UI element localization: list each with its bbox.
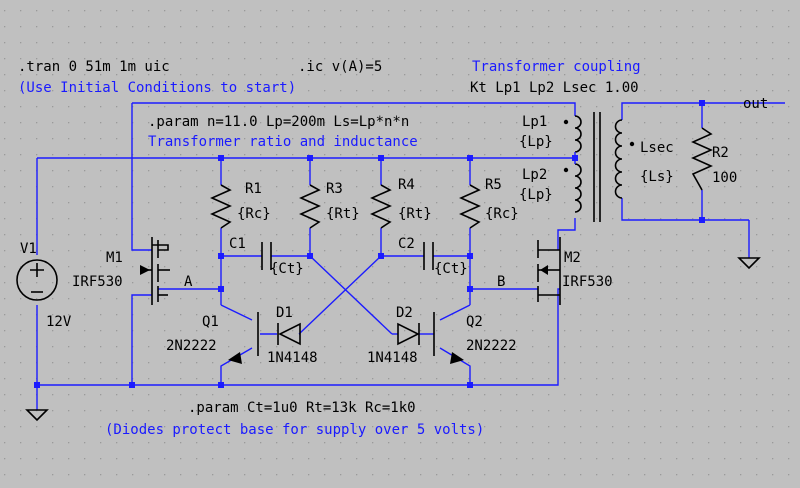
ic-directive[interactable]: .ic v(A)=5	[298, 59, 382, 75]
lp2-inductor[interactable]	[563, 163, 582, 213]
r3-value: {Rt}	[326, 206, 360, 222]
v1-name: V1	[20, 241, 37, 257]
lsec-value: {Ls}	[640, 169, 674, 185]
q1-name: Q1	[202, 314, 219, 330]
tran-comment: (Use Initial Conditions to start)	[18, 80, 296, 96]
lsec-inductor[interactable]	[614, 119, 635, 199]
m2-name: M2	[564, 250, 581, 266]
q2-model: 2N2222	[466, 338, 517, 354]
v1-voltage-source[interactable]	[16, 259, 58, 301]
param-transformer-directive[interactable]: .param n=11.0 Lp=200m Ls=Lp*n*n	[148, 114, 409, 130]
d1-model: 1N4148	[267, 350, 318, 366]
r1-name: R1	[245, 181, 262, 197]
d2-name: D2	[396, 305, 413, 321]
net-label-out: out	[743, 96, 768, 112]
r5-resistor[interactable]	[459, 184, 481, 229]
lp2-name: Lp2	[522, 167, 547, 183]
lp2-value: {Lp}	[519, 187, 553, 203]
r4-value: {Rt}	[398, 206, 432, 222]
lp1-inductor[interactable]	[563, 115, 582, 153]
net-label-a: A	[184, 274, 193, 290]
param-transformer-comment: Transformer ratio and inductance	[148, 134, 418, 150]
m1-model: IRF530	[72, 274, 123, 290]
ground-symbol	[25, 409, 49, 422]
r4-resistor[interactable]	[370, 184, 392, 229]
c1-name: C1	[229, 236, 246, 252]
r1-value: {Rc}	[237, 206, 271, 222]
d2-model: 1N4148	[367, 350, 418, 366]
m1-name: M1	[106, 250, 123, 266]
r2-resistor[interactable]	[691, 127, 713, 191]
tran-directive[interactable]: .tran 0 51m 1m uic	[18, 59, 170, 75]
v1-value: 12V	[46, 314, 72, 330]
lp1-name: Lp1	[522, 114, 547, 130]
q2-name: Q2	[466, 314, 483, 330]
c1-capacitor[interactable]	[261, 242, 272, 270]
m1-mosfet[interactable]	[140, 237, 170, 305]
r5-name: R5	[485, 177, 502, 193]
lsec-name: Lsec	[640, 140, 674, 156]
r4-name: R4	[398, 177, 415, 193]
lp1-value: {Lp}	[519, 134, 553, 150]
transformer-title: Transformer coupling	[472, 59, 641, 75]
d1-diode[interactable]	[277, 322, 301, 346]
coupling-directive[interactable]: Kt Lp1 Lp2 Lsec 1.00	[470, 80, 639, 96]
ground-symbol-secondary	[737, 257, 761, 270]
m2-model: IRF530	[562, 274, 613, 290]
r3-name: R3	[326, 181, 343, 197]
r5-value: {Rc}	[485, 206, 519, 222]
c2-value: {Ct}	[434, 261, 468, 277]
r2-value: 100	[712, 170, 737, 186]
r1-resistor[interactable]	[210, 184, 232, 229]
c2-capacitor[interactable]	[423, 242, 434, 270]
q1-model: 2N2222	[166, 338, 217, 354]
net-label-b: B	[497, 274, 505, 290]
c2-name: C2	[398, 236, 415, 252]
param-rc-directive[interactable]: .param Ct=1u0 Rt=13k Rc=1k0	[188, 400, 416, 416]
c1-value: {Ct}	[270, 261, 304, 277]
wires[interactable]	[36, 102, 785, 410]
d1-name: D1	[276, 305, 293, 321]
q2-transistor[interactable]	[433, 312, 464, 364]
q1-transistor[interactable]	[228, 312, 259, 364]
diode-comment: (Diodes protect base for supply over 5 v…	[105, 422, 484, 438]
m2-mosfet[interactable]	[537, 237, 561, 305]
r3-resistor[interactable]	[299, 184, 321, 229]
transformer-core	[593, 112, 601, 222]
d2-diode[interactable]	[397, 322, 420, 346]
r2-name: R2	[712, 145, 729, 161]
